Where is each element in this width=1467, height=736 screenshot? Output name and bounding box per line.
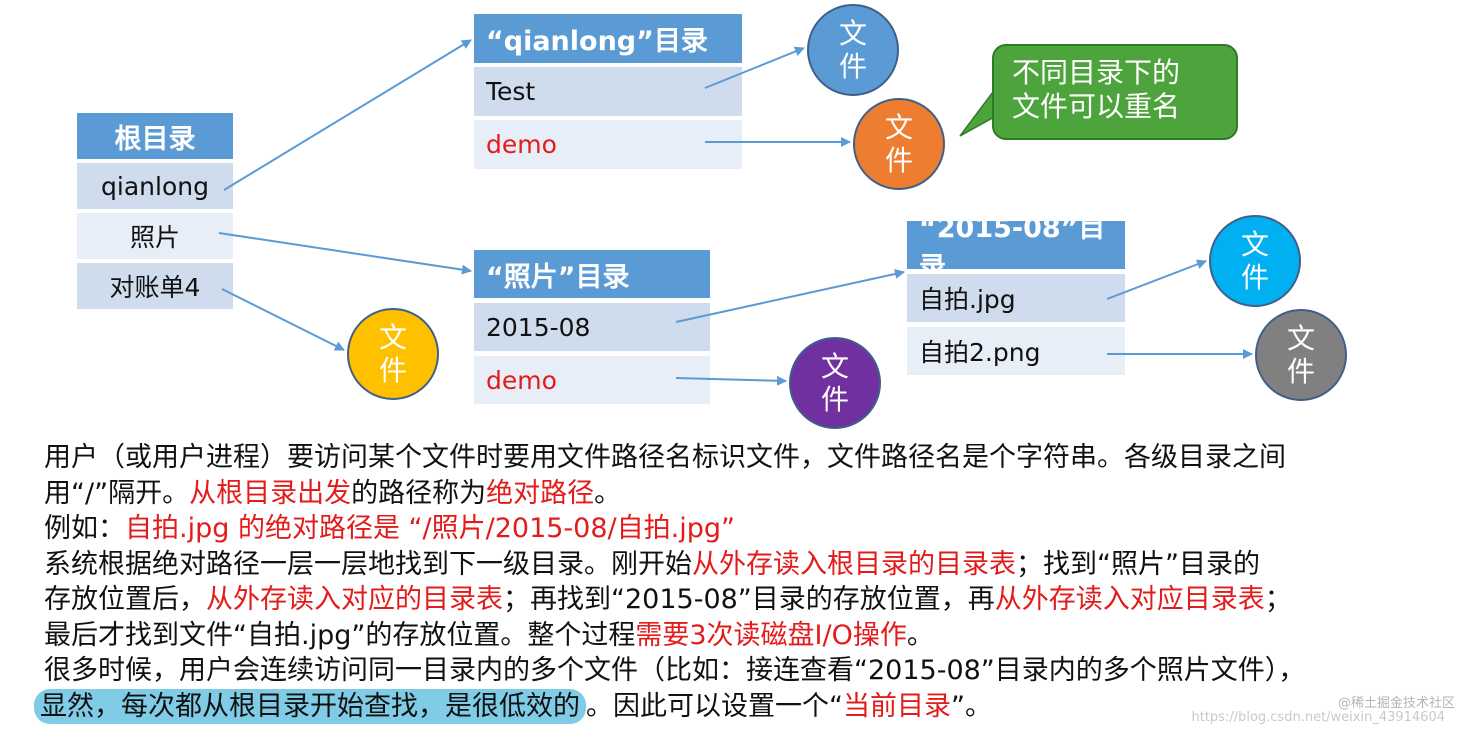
2015-08-directory-title: “2015-08”目录	[907, 213, 1125, 283]
text-span: ”。	[951, 690, 992, 722]
photo-directory-table: “照片”目录 2015-08 demo	[474, 250, 710, 404]
photo-item-demo: demo	[474, 356, 710, 404]
file-label: 文件	[838, 17, 867, 83]
text-span: 用“/”隔开。	[44, 477, 190, 509]
text-span-red: 当前目录	[843, 690, 951, 722]
file-label: 文件	[820, 350, 849, 416]
text-span: ；找到“照片”目录的	[1016, 548, 1260, 580]
text-span: 的路径称为	[351, 477, 487, 509]
text-span: ；	[1264, 584, 1292, 615]
text-span: 。	[594, 477, 622, 509]
text-line-8: 显然，每次都从根目录开始查找，是很低效的。因此可以设置一个“当前目录”。	[34, 688, 1454, 725]
text-span-red: 自拍.jpg 的绝对路径是 “/照片/2015-08/自拍.jpg”	[125, 513, 735, 544]
photo-item-2015-08: 2015-08	[474, 303, 710, 351]
file-circle-yellow: 文件	[347, 308, 439, 400]
file-label: 文件	[1240, 228, 1269, 294]
qianlong-directory-table: “qianlong”目录 Test demo	[474, 14, 742, 169]
text-line-7: 很多时候，用户会连续访问同一目录内的多个文件（比如：接连查看“2015-08”目…	[44, 653, 1454, 689]
text-line-3: 例如：自拍.jpg 的绝对路径是 “/照片/2015-08/自拍.jpg”	[44, 511, 1454, 547]
text-span: 。因此可以设置一个“	[586, 690, 843, 722]
directory-diagram: 根目录 qianlong 照片 对账单4 “qianlong”目录 Test d…	[77, 4, 1347, 429]
text-span-red: 绝对路径	[486, 477, 595, 509]
root-item-qianlong: qianlong	[77, 163, 233, 209]
text-line-6: 最后才找到文件“自拍.jpg”的存放位置。整个过程需要3次读磁盘I/O操作。	[44, 618, 1454, 654]
arrow-qianlong-to-dir	[223, 39, 472, 191]
file-circle-purple: 文件	[789, 337, 881, 429]
watermark-site: @稀土掘金技术社区	[1337, 696, 1455, 711]
arrow-statement-to-file	[221, 288, 345, 351]
2015-08-item-selfie-jpg: 自拍.jpg	[907, 274, 1125, 322]
2015-08-directory-table: “2015-08”目录 自拍.jpg 自拍2.png	[907, 213, 1125, 375]
text-line-5: 存放位置后，从外存读入对应的目录表；再找到“2015-08”目录的存放位置，再从…	[44, 582, 1454, 618]
text-line-2: 用“/”隔开。从根目录出发的路径称为绝对路径。	[44, 476, 1454, 512]
file-label: 文件	[378, 321, 407, 387]
2015-08-item-selfie2-png: 自拍2.png	[907, 327, 1125, 375]
text-span: 。	[906, 619, 934, 651]
photo-directory-title: “照片”目录	[474, 250, 710, 298]
file-circle-orange: 文件	[853, 98, 945, 190]
text-span: 例如：	[44, 513, 125, 544]
text-span-red: 从根目录出发	[189, 477, 352, 509]
text-span-red: 从外存读入对应目录表	[994, 584, 1265, 615]
text-span: ；再找到“2015-08”目录的存放位置，再	[503, 584, 995, 615]
text-span-red: 从外存读入根目录的目录表	[692, 548, 1016, 580]
text-line-1: 用户（或用户进程）要访问某个文件时要用文件路径名标识文件，文件路径名是个字符串。…	[44, 440, 1454, 476]
text-span: 系统根据绝对路径一层一层地找到下一级目录。刚开始	[44, 548, 692, 580]
callout-line-2: 文件可以重名	[1012, 90, 1181, 123]
arrow-photos-to-dir	[218, 232, 472, 275]
arrow-2015-08-to-dir	[675, 269, 905, 323]
file-label: 文件	[884, 111, 913, 177]
highlighted-text: 显然，每次都从根目录开始查找，是很低效的	[34, 688, 586, 724]
qianlong-item-test: Test	[474, 67, 742, 116]
file-label: 文件	[1286, 322, 1315, 388]
text-line-4: 系统根据绝对路径一层一层地找到下一级目录。刚开始从外存读入根目录的目录表；找到“…	[44, 547, 1454, 583]
file-circle-gray: 文件	[1255, 309, 1347, 401]
callout-same-name-note: 不同目录下的 文件可以重名	[992, 44, 1238, 140]
file-circle-cyan: 文件	[1209, 215, 1301, 307]
text-span: 存放位置后，	[44, 584, 206, 615]
text-span-red: 需要3次读磁盘I/O操作	[635, 619, 907, 651]
text-span: 用户（或用户进程）要访问某个文件时要用文件路径名标识文件，文件路径名是个字符串。…	[44, 442, 1286, 473]
qianlong-item-demo: demo	[474, 120, 742, 169]
root-item-photos: 照片	[77, 213, 233, 259]
text-span: 很多时候，用户会连续访问同一目录内的多个文件（比如：接连查看“2015-08”目…	[44, 655, 1306, 686]
watermark-url: https://blog.csdn.net/weixin_43914604	[1191, 710, 1445, 725]
file-circle-blue: 文件	[807, 4, 899, 96]
text-span-red: 从外存读入对应的目录表	[206, 584, 503, 615]
root-directory-title: 根目录	[77, 113, 233, 159]
explanation-paragraph: 用户（或用户进程）要访问某个文件时要用文件路径名标识文件，文件路径名是个字符串。…	[34, 440, 1454, 725]
text-span: 最后才找到文件“自拍.jpg”的存放位置。整个过程	[44, 619, 636, 651]
callout-line-1: 不同目录下的	[1012, 56, 1181, 89]
qianlong-directory-title: “qianlong”目录	[474, 14, 742, 63]
root-item-statement: 对账单4	[77, 263, 233, 309]
root-directory-table: 根目录 qianlong 照片 对账单4	[77, 113, 233, 309]
